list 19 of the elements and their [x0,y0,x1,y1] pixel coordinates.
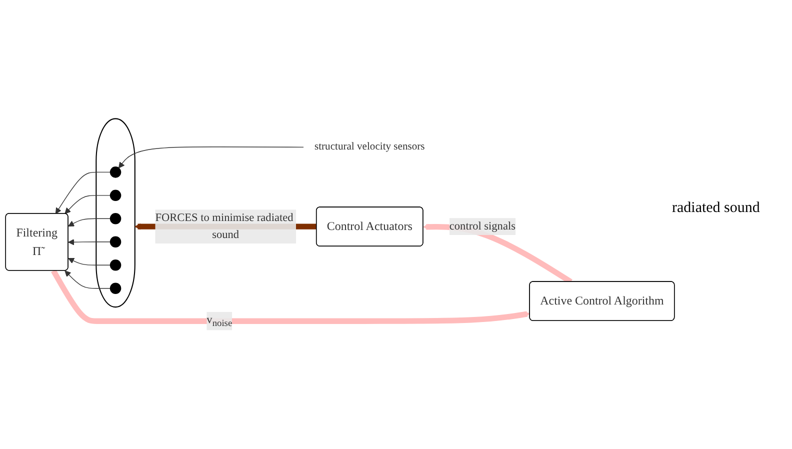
node-text: structural velocity sensors [314,141,425,152]
arrow [68,239,111,246]
edge-label: control signals [449,220,516,232]
node-circle [110,213,122,224]
annotation-text: radiated sound [672,200,761,217]
node-circle [110,166,122,178]
arrow [68,218,111,227]
arrow [51,269,530,324]
node-circle [110,282,122,294]
arrow [118,146,305,168]
edge-label: v$_{noise}$ [206,314,232,328]
arrow [64,195,111,214]
arrow [64,270,111,289]
arrow [55,172,111,214]
node-circle [110,260,122,271]
arrow [68,258,111,266]
edge-label: FORCES to minimise radiated sound [155,212,294,241]
node-circle [110,190,122,202]
node-circle [110,236,122,248]
